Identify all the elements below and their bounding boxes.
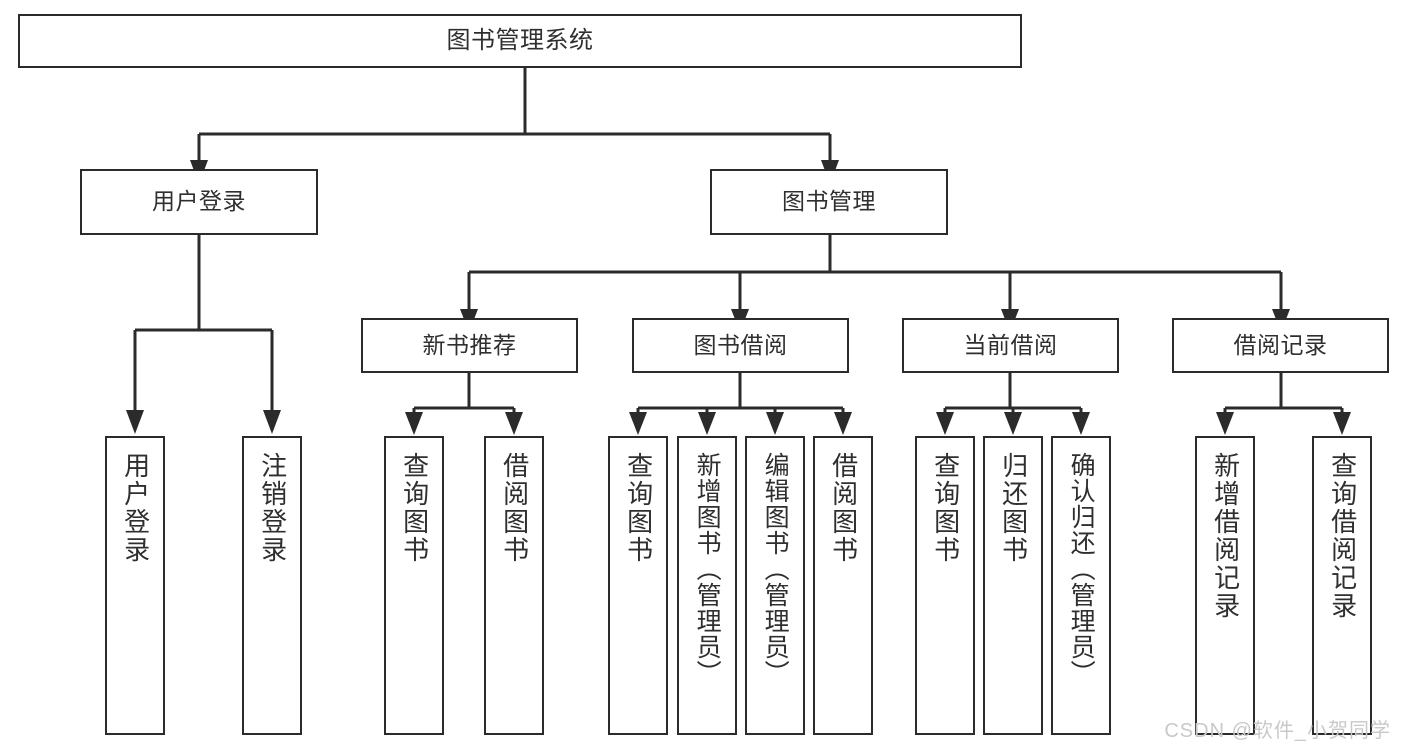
leaf-record-add-record[interactable]: 新增借阅记录: [1195, 436, 1255, 735]
node-label: 编辑图书（管理员）: [761, 452, 790, 686]
leaf-current-return-book[interactable]: 归还图书: [983, 436, 1043, 735]
node-book-management[interactable]: 图书管理: [710, 169, 948, 235]
node-book-borrow[interactable]: 图书借阅: [632, 318, 849, 373]
node-new-book-recommend[interactable]: 新书推荐: [361, 318, 578, 373]
node-label: 用户登录: [152, 188, 246, 215]
node-borrow-record[interactable]: 借阅记录: [1172, 318, 1389, 373]
node-label: 新增图书（管理员）: [693, 452, 722, 686]
leaf-current-confirm-return-admin[interactable]: 确认归还（管理员）: [1051, 436, 1111, 735]
node-label: 借阅记录: [1233, 331, 1328, 358]
leaf-borrow-borrow-book[interactable]: 借阅图书: [813, 436, 873, 735]
node-label: 借阅图书: [828, 452, 859, 564]
node-user-login[interactable]: 用户登录: [80, 169, 318, 235]
node-label: 确认归还（管理员）: [1067, 452, 1096, 686]
node-label: 图书管理: [782, 188, 876, 215]
node-label: 查询图书: [399, 452, 430, 564]
node-label: 查询图书: [930, 452, 961, 564]
leaf-user-logout[interactable]: 注销登录: [242, 436, 302, 735]
node-label: 新增借阅记录: [1210, 452, 1241, 620]
node-label: 新书推荐: [422, 331, 517, 358]
leaf-record-query-record[interactable]: 查询借阅记录: [1312, 436, 1372, 735]
node-label: 注销登录: [257, 452, 288, 564]
leaf-newbook-query-book[interactable]: 查询图书: [384, 436, 444, 735]
node-label: 查询图书: [623, 452, 654, 564]
leaf-borrow-query-book[interactable]: 查询图书: [608, 436, 668, 735]
leaf-borrow-add-book-admin[interactable]: 新增图书（管理员）: [677, 436, 737, 735]
leaf-current-query-book[interactable]: 查询图书: [915, 436, 975, 735]
leaf-user-login[interactable]: 用户登录: [105, 436, 165, 735]
node-current-borrow[interactable]: 当前借阅: [902, 318, 1119, 373]
node-root-system[interactable]: 图书管理系统: [18, 14, 1022, 68]
node-label: 查询借阅记录: [1327, 452, 1358, 620]
csdn-watermark: CSDN @软件_小贺同学: [1164, 720, 1391, 742]
node-label: 当前借阅: [963, 331, 1058, 358]
node-label: 借阅图书: [499, 452, 530, 564]
node-label: 图书借阅: [693, 331, 788, 358]
leaf-newbook-borrow-book[interactable]: 借阅图书: [484, 436, 544, 735]
leaf-borrow-edit-book-admin[interactable]: 编辑图书（管理员）: [745, 436, 805, 735]
node-label: 用户登录: [120, 452, 151, 564]
node-label: 归还图书: [998, 452, 1029, 564]
node-label: 图书管理系统: [446, 26, 594, 54]
